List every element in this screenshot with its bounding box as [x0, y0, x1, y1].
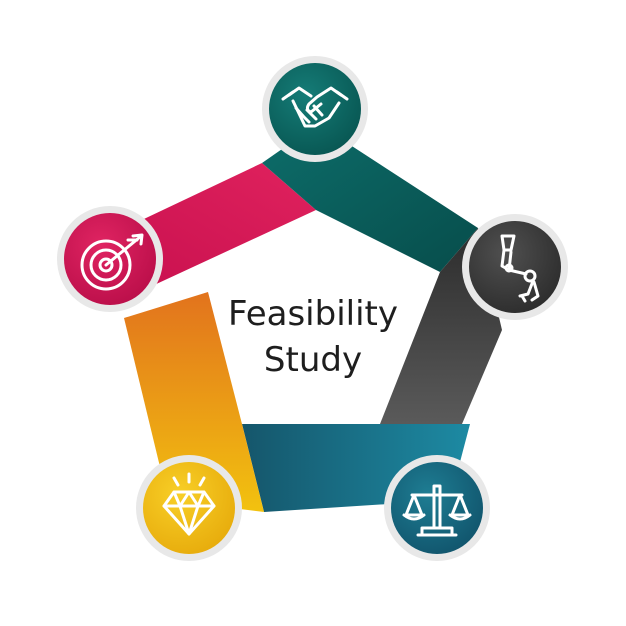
node-balance-scale [384, 455, 490, 561]
target-icon [80, 233, 144, 291]
title-line-2: Study [264, 340, 362, 380]
node-robotic-arm [462, 214, 568, 320]
segment-gold [124, 292, 264, 512]
title-line-1: Feasibility [228, 294, 398, 334]
diamond-icon [162, 472, 216, 536]
balance-scale-icon [402, 484, 472, 537]
node-diamond [136, 455, 242, 561]
node-target [57, 206, 163, 312]
handshake-icon [281, 86, 349, 128]
node-handshake [262, 56, 368, 162]
center-title: Feasibility Study [228, 294, 398, 380]
robotic-arm-icon [500, 234, 540, 303]
